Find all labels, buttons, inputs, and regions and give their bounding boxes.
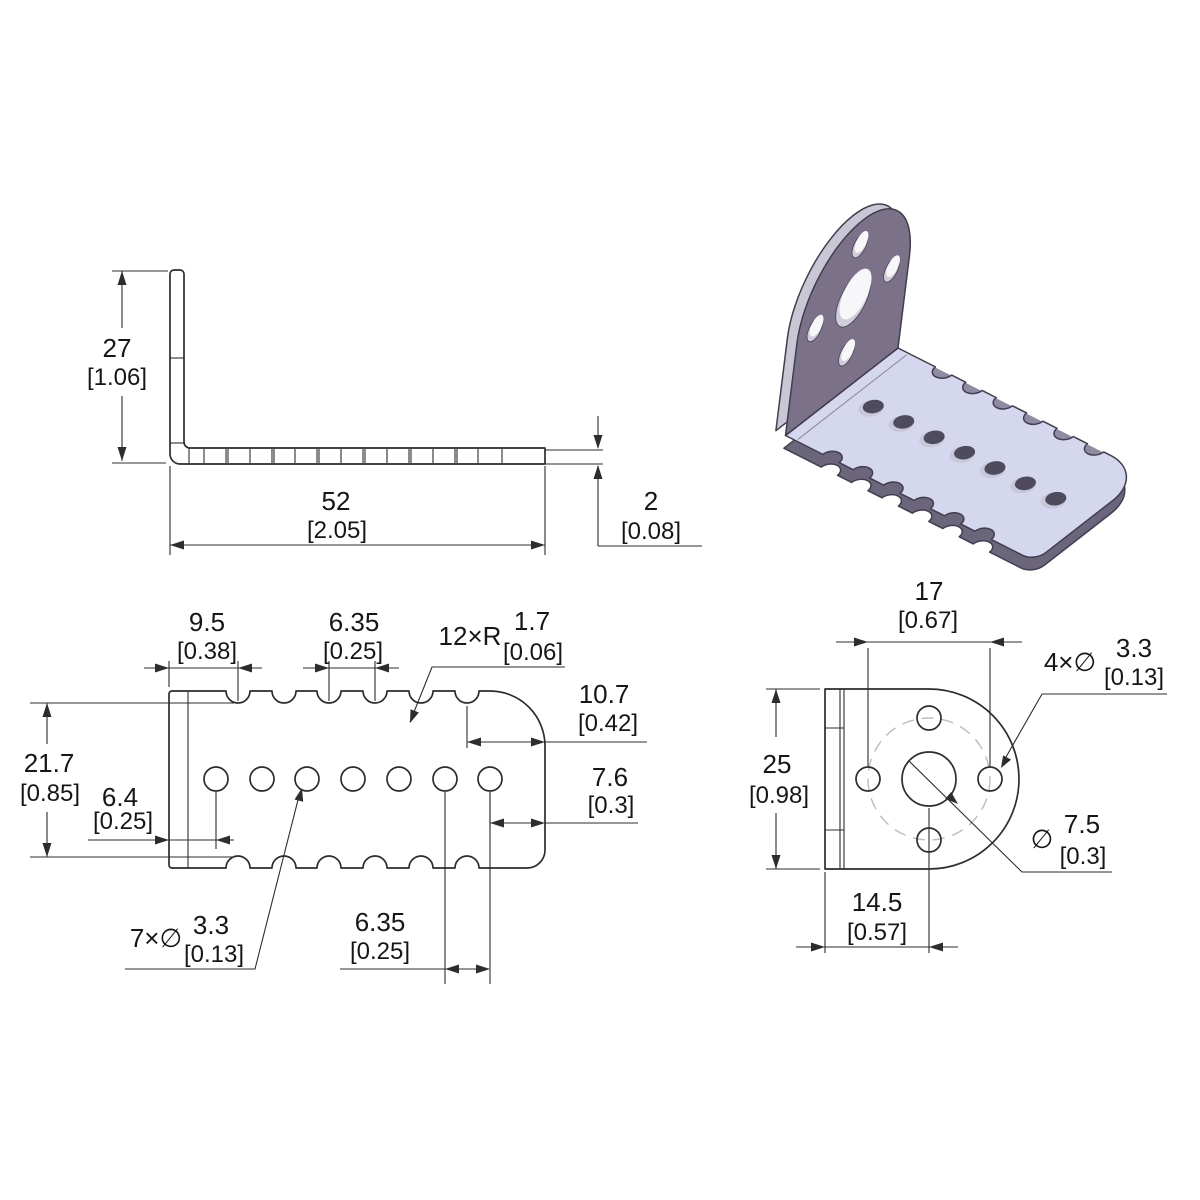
center-offset-in: [0.57] (847, 919, 907, 946)
dim-hole-pitch: 6.35 [0.25] (340, 792, 491, 984)
iso-flange-holes (807, 231, 900, 366)
side-profile-ticks (170, 357, 503, 464)
hole-pitch-in: [0.25] (350, 938, 410, 965)
mount-holes-in: [0.13] (1104, 664, 1164, 691)
center-hole-in: [0.3] (1060, 843, 1107, 870)
mount-holes-qty: 4×∅ (1044, 647, 1096, 677)
height-mm: 27 (103, 333, 132, 363)
slot-radius-in: [0.06] (503, 639, 563, 666)
flange-outline (824, 688, 1020, 870)
hole-offset-mm: 6.4 (102, 782, 138, 812)
mount-holes-mm: 3.3 (1116, 633, 1152, 663)
label-mount-holes: 4×∅ 3.3 [0.13] (1001, 633, 1167, 768)
dim-slot-pitch: 6.35 [0.25] (303, 607, 399, 701)
label-slot-radius: 12×R 1.7 [0.06] (409, 606, 565, 723)
plate-view: 9.5 [0.38] 6.35 [0.25] 12×R 1.7 [0.06] 1… (20, 606, 647, 984)
plate-outline (168, 690, 546, 869)
hole-dia-qty: 7×∅ (130, 923, 182, 953)
flange-height-in: [0.98] (749, 782, 809, 809)
dim-thickness: 2 [0.08] (545, 416, 702, 547)
side-profile-outline (169, 269, 546, 465)
height-in: [1.06] (87, 364, 147, 391)
hole-offset-in: [0.25] (93, 808, 153, 835)
thickness-in: [0.08] (621, 518, 681, 545)
dim-slot-offset: 9.5 [0.38] (144, 607, 262, 701)
side-view: 27 [1.06] 52 [2.05] 2 [0.08] (87, 269, 702, 555)
dim-flange-height: 25 [0.98] (749, 688, 820, 870)
slot-radius-qty: 12×R (439, 621, 502, 651)
flange-view: 17 [0.67] 4×∅ 3.3 [0.13] 25 [0.98] ∅ 7.5… (749, 576, 1167, 953)
thickness-mm: 2 (644, 486, 658, 516)
width-in: [0.85] (20, 780, 80, 807)
slot-offset-in: [0.38] (177, 638, 237, 665)
center-hole-sym: ∅ (1031, 824, 1054, 854)
iso-slot-walls (931, 367, 1104, 456)
dim-length: 52 [2.05] (169, 466, 546, 555)
hole-pitch-mm: 6.35 (355, 907, 406, 937)
hole-span-in: [0.67] (898, 607, 958, 634)
slot-pitch-mm: 6.35 (329, 607, 380, 637)
dim-end-to-hole: 7.6 [0.3] (489, 762, 638, 829)
label-center-hole: ∅ 7.5 [0.3] (908, 760, 1112, 873)
center-offset-mm: 14.5 (852, 887, 903, 917)
length-mm: 52 (322, 486, 351, 516)
hole-span-mm: 17 (915, 576, 944, 606)
end-to-slot-in: [0.42] (578, 710, 638, 737)
dim-hole-span: 17 [0.67] (836, 576, 1022, 766)
end-to-hole-mm: 7.6 (592, 762, 628, 792)
label-hole-dia: 7×∅ 3.3 [0.13] (125, 788, 304, 970)
dim-height: 27 [1.06] (87, 270, 168, 464)
end-to-hole-in: [0.3] (588, 792, 635, 819)
dim-width: 21.7 [0.85] (20, 702, 234, 858)
dim-hole-offset: 6.4 [0.25] (88, 782, 234, 849)
center-hole-mm: 7.5 (1064, 809, 1100, 839)
width-mm: 21.7 (24, 748, 75, 778)
iso-bend-line (798, 355, 907, 440)
flange-bend-lines (825, 689, 845, 869)
flange-height-mm: 25 (763, 749, 792, 779)
slot-radius-mm: 1.7 (514, 606, 550, 636)
plate-holes (203, 766, 503, 792)
hole-dia-in: [0.13] (184, 941, 244, 968)
iso-plate-holes (858, 399, 1067, 509)
hole-dia-mm: 3.3 (193, 910, 229, 940)
slot-pitch-in: [0.25] (323, 638, 383, 665)
length-in: [2.05] (307, 517, 367, 544)
slot-offset-mm: 9.5 (189, 607, 225, 637)
dim-end-to-slot: 10.7 [0.42] (466, 679, 647, 748)
dim-center-offset: 14.5 [0.57] (796, 808, 958, 953)
end-to-slot-mm: 10.7 (579, 679, 630, 709)
bolt-circle (867, 717, 991, 841)
iso-view (776, 171, 1147, 574)
center-hole (901, 751, 957, 807)
